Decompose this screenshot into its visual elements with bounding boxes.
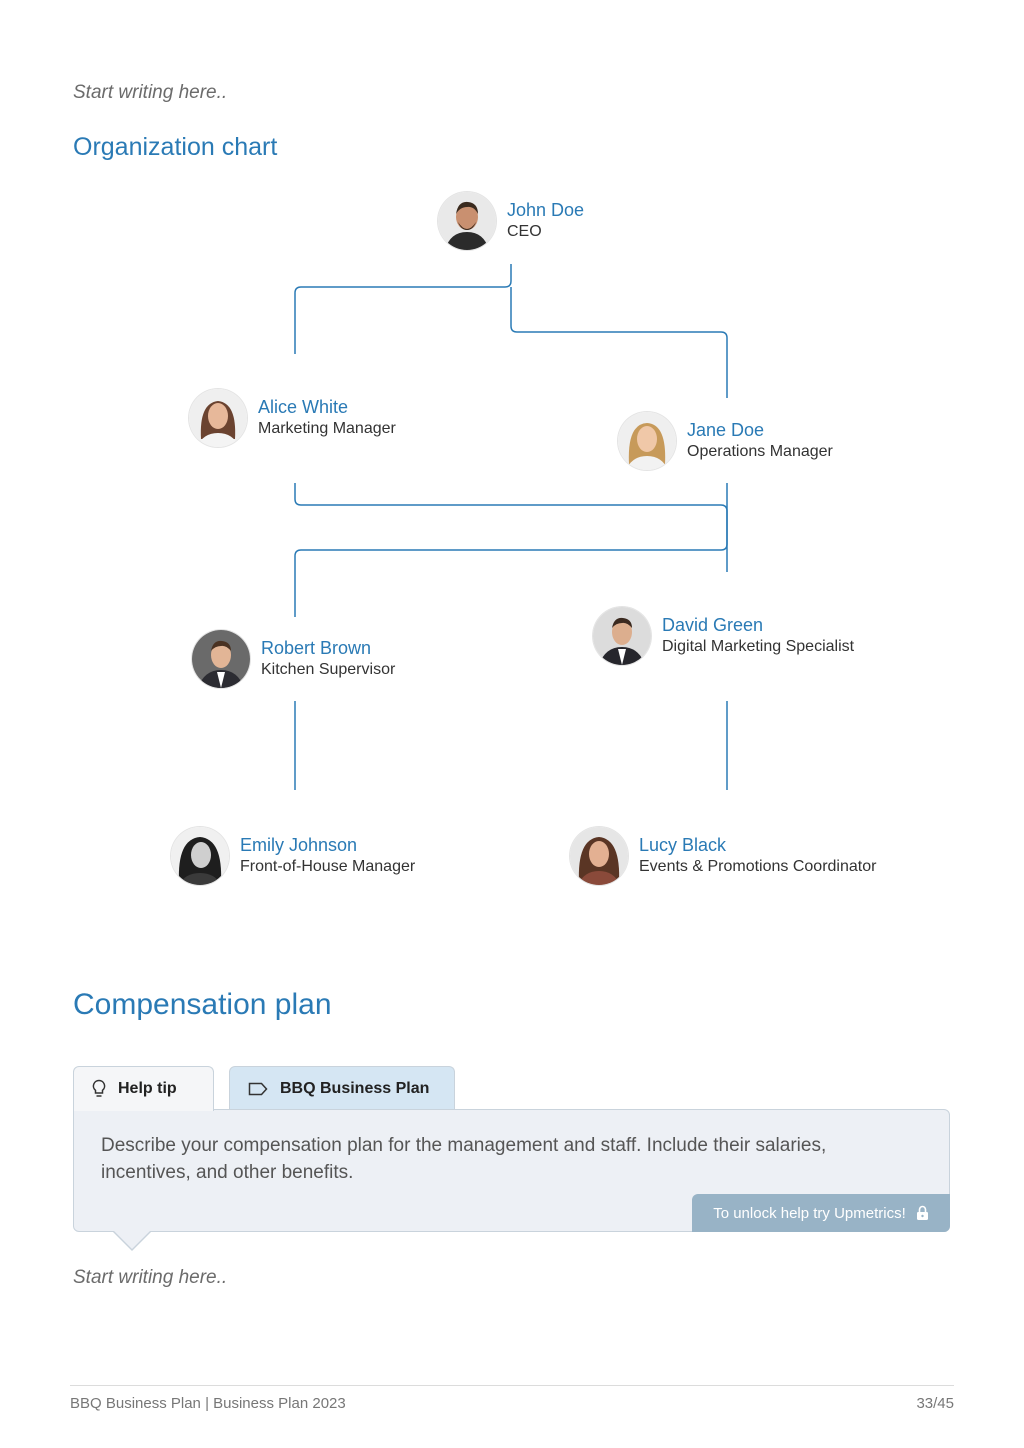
person-name: John Doe <box>507 200 585 220</box>
connector-ceo-alice <box>294 264 512 354</box>
person-role: Operations Manager <box>687 443 833 460</box>
org-node-david-green: David Green Digital Marketing Specialist <box>593 607 854 665</box>
footer-document-title: BBQ Business Plan | Business Plan 2023 <box>70 1395 346 1412</box>
org-node-alice-white: Alice White Marketing Manager <box>189 389 396 447</box>
section-title-compensation-plan: Compensation plan <box>73 988 332 1021</box>
section-title-org-chart: Organization chart <box>73 133 278 161</box>
help-tip-text: Describe your compensation plan for the … <box>101 1135 827 1183</box>
person-name: Alice White <box>258 397 349 417</box>
person-name: Jane Doe <box>687 420 765 440</box>
org-node-robert-brown: Robert Brown Kitchen Supervisor <box>192 630 395 688</box>
connector-alice-david <box>294 483 728 572</box>
tip-pointer <box>112 1230 152 1251</box>
person-role: Events & Promotions Coordinator <box>639 858 877 875</box>
help-tip-box: Describe your compensation plan for the … <box>73 1109 950 1232</box>
footer-page-number: 33/45 <box>916 1395 954 1412</box>
connector-ceo-jane <box>510 287 728 398</box>
person-name: Lucy Black <box>639 835 727 855</box>
unlock-help-button[interactable]: To unlock help try Upmetrics! <box>692 1194 950 1232</box>
org-node-john-doe: John Doe CEO <box>438 192 584 250</box>
org-node-emily-johnson: Emily Johnson Front-of-House Manager <box>171 827 415 885</box>
person-role: Front-of-House Manager <box>240 858 416 875</box>
avatar-alice-white <box>189 389 247 447</box>
placeholder-text[interactable]: Start writing here.. <box>73 82 228 103</box>
connector-jane-robert <box>294 483 728 617</box>
avatar-lucy-black <box>570 827 628 885</box>
placeholder-text[interactable]: Start writing here.. <box>73 1267 228 1288</box>
person-role: Digital Marketing Specialist <box>662 638 855 655</box>
tab-label: BBQ Business Plan <box>280 1079 430 1097</box>
person-role: Kitchen Supervisor <box>261 661 396 678</box>
tab-help-tip[interactable]: Help tip <box>73 1066 214 1111</box>
person-role: Marketing Manager <box>258 420 396 437</box>
org-node-lucy-black: Lucy Black Events & Promotions Coordinat… <box>570 827 876 885</box>
person-name: Robert Brown <box>261 638 372 658</box>
person-name: Emily Johnson <box>240 835 358 855</box>
avatar-robert-brown <box>192 630 250 688</box>
person-name: David Green <box>662 615 764 635</box>
avatar-jane-doe <box>618 412 676 470</box>
person-role: CEO <box>507 223 542 240</box>
avatar-john-doe <box>438 192 496 250</box>
avatar-emily-johnson <box>171 827 229 885</box>
lock-icon <box>916 1205 929 1221</box>
lightbulb-icon <box>92 1079 106 1099</box>
org-node-jane-doe: Jane Doe Operations Manager <box>618 412 833 470</box>
avatar-david-green <box>593 607 651 665</box>
footer-divider <box>70 1385 954 1386</box>
tab-bbq-business-plan[interactable]: BBQ Business Plan <box>229 1066 455 1110</box>
tab-label: Help tip <box>118 1080 177 1097</box>
tag-icon <box>248 1082 268 1096</box>
unlock-label: To unlock help try Upmetrics! <box>713 1204 906 1222</box>
